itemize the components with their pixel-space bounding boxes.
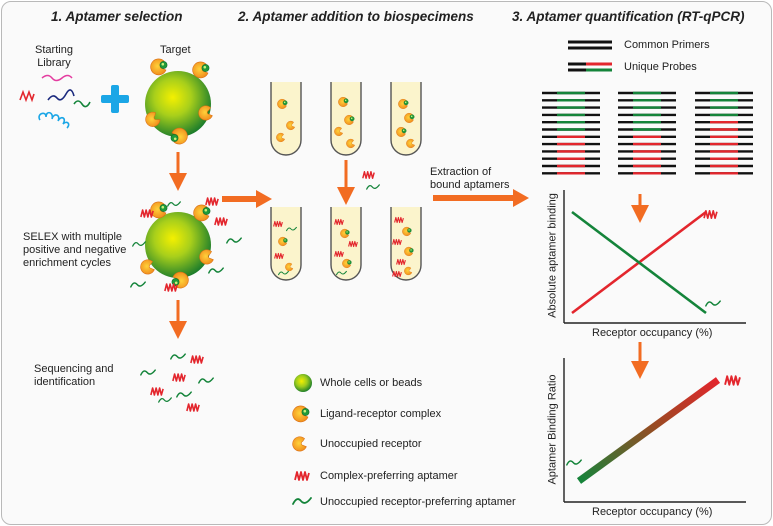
starting-library-strands <box>19 74 91 129</box>
chart-binding-ratio <box>563 358 746 503</box>
legend-complex-aptamer-icon <box>294 471 310 481</box>
legend-unoccupied-aptamer-label: Unoccupied receptor-preferring aptamer <box>320 496 516 508</box>
legend-cell-icon <box>294 374 312 392</box>
tubes-top <box>270 82 422 156</box>
label-sequencing: Sequencing and identification <box>34 363 114 388</box>
chart2-y-label: Aptamer Binding Ratio <box>546 374 559 485</box>
chart2-series-line-1 <box>576 377 721 484</box>
selex-cell <box>130 197 242 292</box>
label-target: Target <box>160 44 191 56</box>
chart1-red-aptamer-icon <box>703 209 718 220</box>
sequenced-aptamers <box>140 353 214 412</box>
label-selex: SELEX with multiple positive and negativ… <box>23 231 127 269</box>
primer-legend-icons <box>568 40 612 72</box>
label-extraction: Extraction of bound aptamers <box>430 166 510 191</box>
legend-unique-probes: Unique Probes <box>624 61 697 73</box>
chart1-series-line-2 <box>571 210 707 315</box>
legend-receptor-icon <box>292 436 307 452</box>
legend-complex-aptamer-label: Complex-preferring aptamer <box>320 470 458 482</box>
tubes-bottom <box>270 207 422 281</box>
chart2-red-aptamer-icon <box>724 375 741 386</box>
legend-complex-icon <box>292 405 310 423</box>
chart-absolute-binding <box>563 190 746 324</box>
primer-bar-blocks <box>542 91 753 175</box>
target-cell <box>143 58 213 145</box>
heading-aptamer-selection: 1. Aptamer selection <box>51 9 183 24</box>
legend-unoccupied-label: Unoccupied receptor <box>320 438 422 450</box>
plus-icon <box>101 85 129 113</box>
legend-common-primers: Common Primers <box>624 39 710 51</box>
legend-complex-label: Ligand-receptor complex <box>320 408 442 420</box>
legend-cells-label: Whole cells or beads <box>320 377 423 389</box>
heading-aptamer-addition: 2. Aptamer addition to biospecimens <box>238 9 474 24</box>
legend-icons <box>292 374 312 505</box>
heading-aptamer-quantification: 3. Aptamer quantification (RT-qPCR) <box>512 9 745 24</box>
chart1-y-label: Absolute aptamer binding <box>546 193 559 318</box>
legend-unoccupied-aptamer-icon <box>292 497 312 505</box>
chart2-x-label: Receptor occupancy (%) <box>592 506 713 518</box>
chart1-x-label: Receptor occupancy (%) <box>592 327 713 339</box>
chart2-green-aptamer-icon <box>566 459 582 466</box>
label-starting-library: Starting Library <box>35 44 73 69</box>
chart1-green-aptamer-icon <box>705 300 721 307</box>
